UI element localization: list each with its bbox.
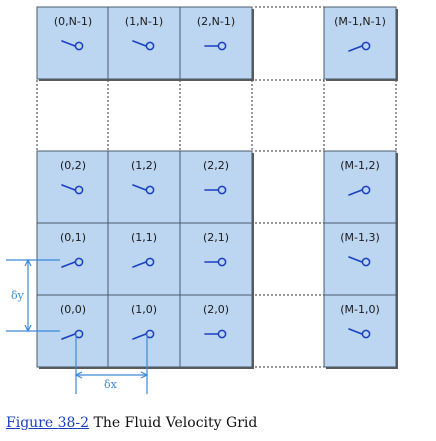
cell-box [107, 294, 181, 368]
cell-index-label: (2,N-1) [197, 15, 235, 28]
cell-box [179, 6, 253, 80]
cell-index-label: (M-1,0) [340, 303, 380, 316]
velocity-vector-icon [61, 40, 84, 51]
cell-box [323, 294, 397, 368]
cell-box [179, 150, 253, 224]
velocity-vector-icon [61, 257, 84, 268]
cell-index-label: (0,1) [60, 231, 86, 244]
grid-cells: (0,N-1) (1,N-1) (2,N-1) (M-1,N-1) (0,2) (1,2)… [36, 6, 398, 369]
cell-index-label: (1,2) [131, 159, 157, 172]
grid-cell: (0,2) [36, 150, 111, 225]
dx-arrowhead-right [140, 371, 149, 379]
cell-box [107, 222, 181, 296]
cell-index-label: (M-1,2) [340, 159, 380, 172]
dx-label: δx [104, 378, 118, 391]
dx-arrowhead-left [74, 371, 83, 379]
grid-cell: (M-1,2) [323, 150, 398, 225]
grid-cell: (2,0) [179, 294, 254, 369]
grid-cell: (1,1) [107, 222, 182, 297]
grid-cell: (1,0) [107, 294, 182, 369]
cell-box [36, 222, 110, 296]
velocity-vector-icon [61, 184, 84, 195]
grid-cell: (M-1,N-1) [323, 6, 398, 81]
cell-box [323, 6, 397, 80]
dy-label: δy [11, 289, 25, 302]
cell-index-label: (1,N-1) [125, 15, 163, 28]
velocity-vector-icon [348, 41, 371, 52]
velocity-vector-icon [204, 185, 227, 195]
cell-box [36, 150, 110, 224]
grid-cell: (0,N-1) [36, 6, 111, 81]
cell-box [107, 150, 181, 224]
grid-cell: (0,0) [36, 294, 111, 369]
grid-cell: (M-1,0) [323, 294, 398, 369]
velocity-vector-icon [348, 256, 371, 267]
grid-cell: (1,2) [107, 150, 182, 225]
cell-box [36, 6, 110, 80]
fluid-velocity-grid-diagram: (0,N-1) (1,N-1) (2,N-1) (M-1,N-1) (0,2) (1,2)… [6, 6, 398, 394]
cell-index-label: (2,2) [203, 159, 229, 172]
cell-index-label: (0,0) [60, 303, 86, 316]
figure-caption: Figure 38-2 The Fluid Velocity Grid [6, 415, 257, 431]
cell-index-label: (1,0) [131, 303, 157, 316]
cell-index-label: (M-1,N-1) [334, 15, 386, 28]
cell-index-label: (1,1) [131, 231, 157, 244]
grid-cell: (0,1) [36, 222, 111, 297]
cell-box [323, 222, 397, 296]
velocity-vector-icon [132, 40, 155, 51]
cell-index-label: (2,1) [203, 231, 229, 244]
cell-index-label: (0,N-1) [54, 15, 92, 28]
velocity-vector-icon [348, 328, 371, 339]
velocity-vector-icon [204, 41, 227, 51]
cell-index-label: (2,0) [203, 303, 229, 316]
velocity-vector-icon [348, 185, 371, 196]
grid-cell: (2,N-1) [179, 6, 254, 81]
grid-cell: (2,1) [179, 222, 254, 297]
dy-arrowhead-bottom [24, 324, 32, 333]
velocity-vector-icon [204, 329, 227, 339]
velocity-vector-icon [132, 184, 155, 195]
cell-box [179, 294, 253, 368]
velocity-vector-icon [204, 257, 227, 267]
grid-cell: (2,2) [179, 150, 254, 225]
velocity-vector-icon [132, 257, 155, 268]
caption-text: The Fluid Velocity Grid [89, 415, 258, 431]
cell-index-label: (0,2) [60, 159, 86, 172]
omitted-grid-lines [36, 6, 397, 368]
grid-cell: (1,N-1) [107, 6, 182, 81]
cell-index-label: (M-1,3) [340, 231, 380, 244]
spacing-dimensions: δy δx [6, 258, 149, 394]
dy-arrowhead-top [24, 258, 32, 267]
grid-cell: (M-1,3) [323, 222, 398, 297]
cell-box [179, 222, 253, 296]
figure-link[interactable]: Figure 38-2 [6, 415, 90, 431]
